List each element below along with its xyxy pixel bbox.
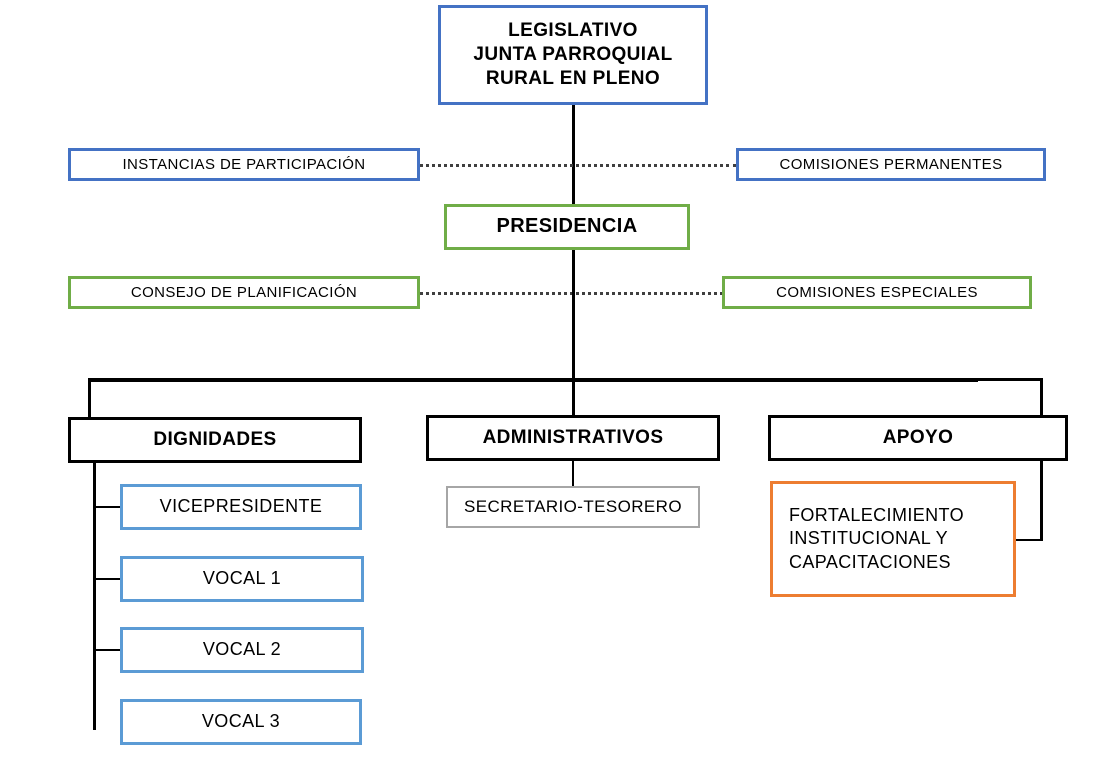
node-vocal-2[interactable]: VOCAL 2: [120, 627, 364, 673]
node-fortalecimiento-label: FORTALECIMIENTO INSTITUCIONAL Y CAPACITA…: [789, 505, 965, 572]
node-legislativo-label: LEGISLATIVO JUNTA PARROQUIAL RURAL EN PL…: [473, 19, 673, 90]
node-vocal-1-label: VOCAL 1: [202, 568, 282, 589]
node-consejo-planificacion-label: CONSEJO DE PLANIFICACIÓN: [130, 283, 358, 301]
connector-bus-to-administrativos: [572, 378, 575, 416]
node-fortalecimiento[interactable]: FORTALECIMIENTO INSTITUCIONAL Y CAPACITA…: [770, 481, 1016, 597]
node-vocal-2-label: VOCAL 2: [202, 639, 282, 660]
connector-legislativo-presidencia: [572, 105, 575, 204]
connector-apoyo-to-fortalecimiento: [1015, 539, 1043, 541]
connector-bus-right-extension: [975, 378, 1043, 381]
node-instancias-participacion-label: INSTANCIAS DE PARTICIPACIÓN: [122, 155, 366, 173]
connector-stub-vocal-1: [93, 578, 121, 580]
node-comisiones-especiales-label: COMISIONES ESPECIALES: [776, 283, 978, 301]
node-comisiones-permanentes-label: COMISIONES PERMANENTES: [779, 155, 1003, 173]
connector-presidencia-bus: [572, 250, 575, 378]
connector-stub-vocal-2: [93, 649, 121, 651]
node-comisiones-especiales[interactable]: COMISIONES ESPECIALES: [722, 276, 1032, 309]
node-consejo-planificacion[interactable]: CONSEJO DE PLANIFICACIÓN: [68, 276, 420, 309]
node-apoyo-label: APOYO: [882, 426, 954, 448]
node-vicepresidente-label: VICEPRESIDENTE: [159, 496, 323, 517]
connector-bus-to-dignidades: [88, 378, 91, 418]
node-presidencia[interactable]: PRESIDENCIA: [444, 204, 690, 250]
node-vocal-1[interactable]: VOCAL 1: [120, 556, 364, 602]
node-apoyo[interactable]: APOYO: [768, 415, 1068, 461]
node-legislativo[interactable]: LEGISLATIVO JUNTA PARROQUIAL RURAL EN PL…: [438, 5, 708, 105]
connector-dotted-row-2: [420, 292, 723, 295]
connector-bus-to-apoyo: [1040, 378, 1043, 416]
node-dignidades-label: DIGNIDADES: [153, 428, 277, 450]
node-dignidades[interactable]: DIGNIDADES: [68, 417, 362, 463]
node-vicepresidente[interactable]: VICEPRESIDENTE: [120, 484, 362, 530]
connector-dignidades-spine: [93, 462, 96, 730]
node-secretario-tesorero-label: SECRETARIO-TESORERO: [464, 497, 682, 517]
connector-dotted-row-1: [419, 164, 737, 167]
node-administrativos[interactable]: ADMINISTRATIVOS: [426, 415, 720, 461]
node-comisiones-permanentes[interactable]: COMISIONES PERMANENTES: [736, 148, 1046, 181]
node-vocal-3[interactable]: VOCAL 3: [120, 699, 362, 745]
connector-administrativos-to-secretario: [572, 461, 574, 486]
node-administrativos-label: ADMINISTRATIVOS: [482, 426, 664, 448]
node-presidencia-label: PRESIDENCIA: [496, 215, 638, 238]
node-secretario-tesorero[interactable]: SECRETARIO-TESORERO: [446, 486, 700, 528]
connector-stub-vicepresidente: [93, 506, 121, 508]
connector-bus-horizontal: [88, 378, 978, 382]
connector-apoyo-drop: [1040, 461, 1043, 541]
node-instancias-participacion[interactable]: INSTANCIAS DE PARTICIPACIÓN: [68, 148, 420, 181]
node-vocal-3-label: VOCAL 3: [201, 711, 281, 732]
